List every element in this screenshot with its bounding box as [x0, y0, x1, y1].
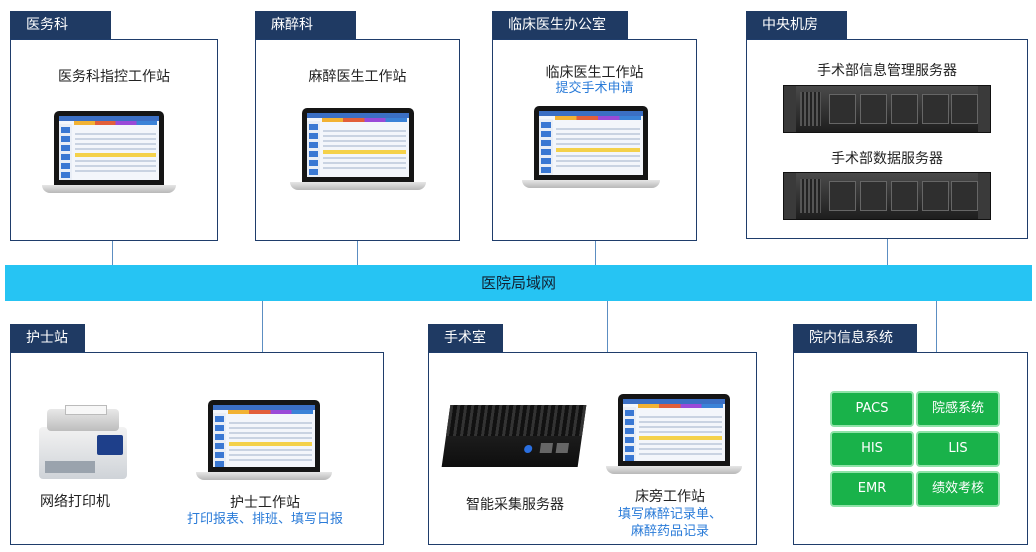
laptop-icon [196, 400, 332, 480]
laptop-icon [290, 108, 426, 190]
bedside-workstation-label: 床旁工作站 [635, 489, 705, 505]
section-title-machine-room: 中央机房 [746, 11, 847, 39]
server-icon [783, 172, 991, 220]
connector-operating [607, 301, 608, 352]
anesthesia-workstation-label: 麻醉医生工作站 [308, 69, 407, 85]
hospital-lan-bar: 医院局域网 [5, 265, 1032, 301]
server2-label: 手术部数据服务器 [831, 151, 943, 167]
mini-pc-icon [441, 405, 587, 467]
lan-label: 医院局域网 [480, 274, 556, 292]
section-title-operating-room: 手术室 [428, 324, 503, 352]
connector-medical [112, 240, 113, 265]
collector-label: 智能采集服务器 [466, 497, 564, 513]
laptop-icon [42, 111, 176, 193]
system-cell-lis: LIS [916, 431, 1000, 467]
connector-nurse [262, 301, 263, 352]
section-title-anesthesia: 麻醉科 [255, 11, 356, 39]
connector-machine-room [887, 238, 888, 265]
system-cell-his: HIS [830, 431, 914, 467]
section-title-medical-affairs: 医务科 [10, 11, 111, 39]
bedside-task-line2: 麻醉药品记录 [630, 524, 709, 539]
server-icon [783, 85, 991, 133]
server1-label: 手术部信息管理服务器 [817, 63, 957, 79]
section-title-nurse-station: 护士站 [10, 324, 85, 352]
printer-icon [35, 405, 131, 483]
nurse-task-label: 打印报表、排班、填写日报 [186, 512, 343, 527]
nurse-workstation-label: 护士工作站 [230, 495, 300, 511]
connector-his [936, 301, 937, 352]
printer-label: 网络打印机 [40, 494, 110, 510]
section-title-clinical: 临床医生办公室 [492, 11, 628, 39]
system-cell-infection: 院感系统 [916, 391, 1000, 427]
medical-workstation-label: 医务科指控工作站 [58, 69, 170, 85]
system-cell-pacs: PACS [830, 391, 914, 427]
system-cell-emr: EMR [830, 471, 914, 507]
laptop-icon [522, 106, 660, 188]
laptop-icon [606, 394, 742, 474]
clinical-task-label: 提交手术申请 [555, 81, 634, 96]
bedside-task-line1: 填写麻醉记录单、 [617, 507, 722, 522]
system-cell-performance: 绩效考核 [916, 471, 1000, 507]
section-title-his-systems: 院内信息系统 [793, 324, 917, 352]
connector-anesthesia [357, 240, 358, 265]
connector-clinical [595, 240, 596, 265]
clinical-workstation-label: 临床医生工作站 [545, 65, 644, 81]
